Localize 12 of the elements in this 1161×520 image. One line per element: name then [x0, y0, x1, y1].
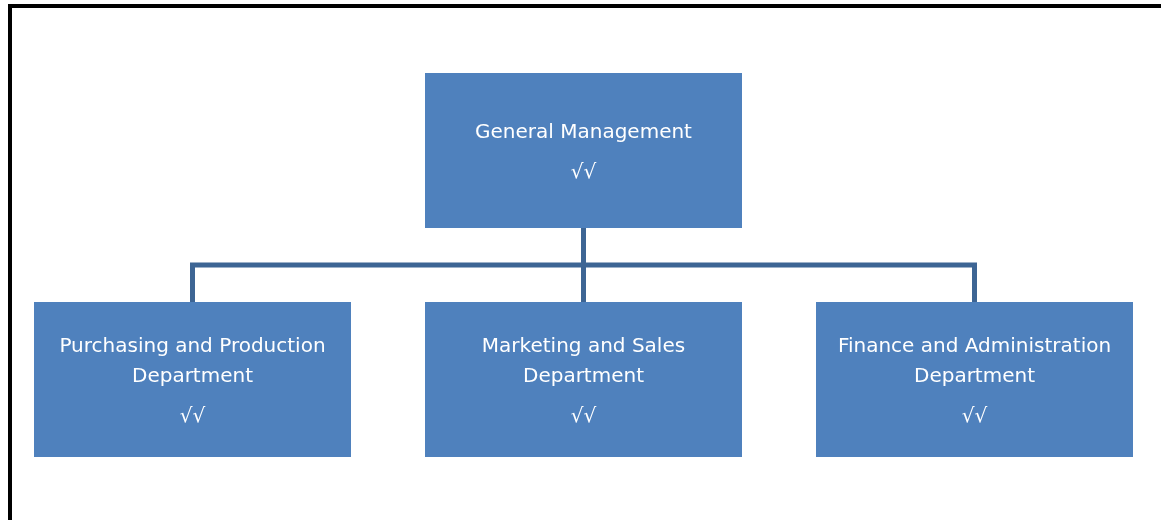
department-box — [34, 302, 351, 457]
check-marks: √√ — [961, 401, 988, 429]
check-marks: √√ — [570, 401, 597, 429]
department-box — [816, 302, 1133, 457]
department-name: Purchasing and Production Department — [58, 331, 327, 389]
department-name: Finance and Administration Department — [836, 331, 1113, 389]
check-marks: √√ — [570, 157, 597, 185]
department-name: Marketing and Sales Department — [480, 331, 687, 389]
department-name: General Management — [475, 117, 692, 145]
check-marks: √√ — [179, 401, 206, 429]
department-box — [425, 302, 742, 457]
department-box — [425, 73, 742, 228]
